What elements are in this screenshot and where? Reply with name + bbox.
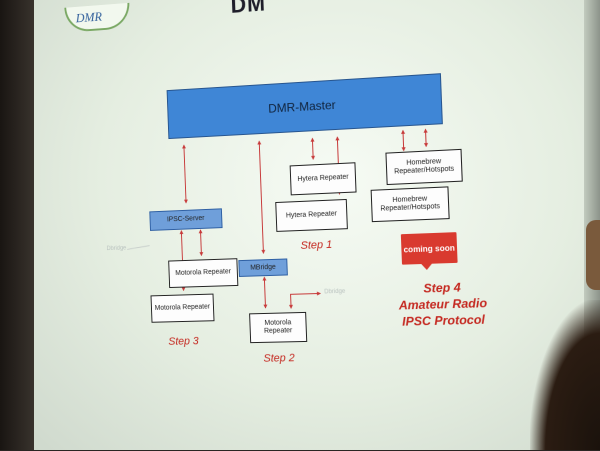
dbridge-label-left: Dbridge	[106, 245, 127, 253]
slide: DMR DM DMR-Master IPSC-Server MB	[8, 0, 600, 451]
arrow-master-homebrew-a	[403, 130, 404, 150]
coming-soon-label: coming soon	[403, 242, 456, 254]
connector-layer	[8, 0, 600, 451]
motorola-repeater-b-label: Motorola Repeater	[154, 303, 211, 312]
hytera-repeater-a-node: Hytera Repeater	[289, 162, 357, 196]
faded-arrow-left	[127, 246, 150, 250]
arrow-moto-c-dbridge	[291, 293, 321, 308]
hytera-repeater-b-node: Hytera Repeater	[275, 198, 348, 232]
motorola-repeater-c-node: Motorola Repeater	[249, 311, 308, 344]
ipsc-server-label: IPSC-Server	[166, 214, 205, 224]
step-3-label: Step 3	[168, 335, 199, 348]
motorola-repeater-a-node: Motorola Repeater	[168, 258, 239, 289]
presenter-silhouette	[530, 300, 600, 450]
homebrew-a-label: Homebrew Repeater/Hotspots	[394, 158, 455, 176]
arrow-mbridge-moto-c	[264, 277, 265, 308]
mbridge-node: MBridge	[238, 258, 288, 277]
room-wall-left	[0, 0, 36, 450]
motorola-repeater-b-node: Motorola Repeater	[150, 293, 215, 323]
coming-soon-badge-tail	[420, 262, 434, 271]
hytera-repeater-b-label: Hytera Repeater	[285, 210, 338, 220]
hytera-repeater-a-label: Hytera Repeater	[297, 173, 349, 184]
homebrew-a-node: Homebrew Repeater/Hotspots	[385, 148, 463, 186]
homebrew-b-node: Homebrew Repeater/Hotspots	[370, 186, 450, 223]
ipsc-server-node: IPSC-Server	[149, 208, 223, 231]
step-2-label: Step 2	[263, 352, 296, 365]
coming-soon-badge: coming soon	[400, 232, 458, 265]
arrow-master-hytera-a	[310, 137, 315, 160]
arrow-master-mbridge	[259, 141, 263, 253]
dbridge-label-right: Dbridge	[324, 288, 346, 296]
step-4-subtitle-line-2: IPSC Protocol	[401, 312, 486, 329]
arrow-ipsc-moto-b	[200, 230, 201, 256]
mbridge-label: MBridge	[250, 263, 276, 272]
motorola-repeater-c-label: Motorola Repeater	[263, 319, 293, 335]
motorola-repeater-a-label: Motorola Repeater	[175, 268, 232, 278]
arrow-master-homebrew-b	[425, 129, 426, 146]
arrow-master-ipsc	[184, 145, 186, 203]
step-1-label: Step 1	[300, 238, 333, 252]
step-4-block: Step 4 Amateur Radio IPSC Protocol	[384, 278, 502, 330]
homebrew-b-label: Homebrew Repeater/Hotspots	[380, 195, 441, 213]
presenter-arm	[586, 220, 600, 290]
